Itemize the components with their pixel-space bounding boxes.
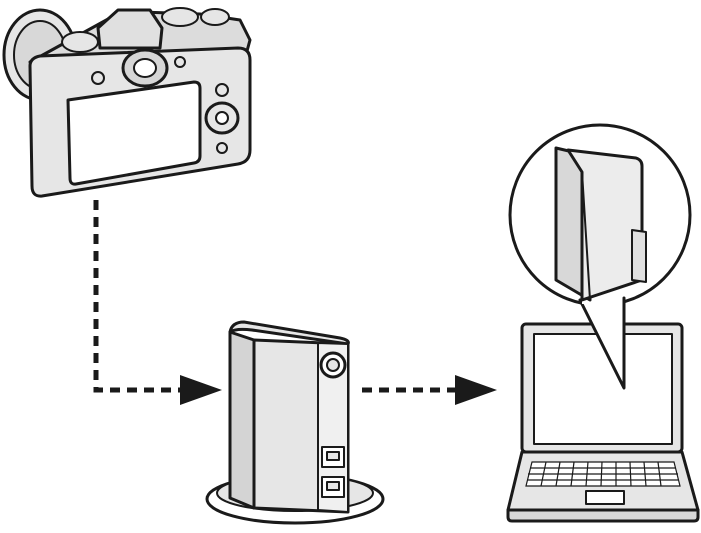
- laptop-screen: [533, 333, 673, 445]
- arrowhead-icon: [455, 375, 497, 405]
- camera-icon: [2, 7, 252, 198]
- laptop-icon: [506, 322, 700, 523]
- trackpad: [585, 490, 625, 505]
- folder-icon: [554, 146, 647, 302]
- router-to-laptop-link: [362, 375, 497, 405]
- arrowhead-icon: [180, 375, 222, 405]
- wireless-router-icon: [205, 320, 385, 525]
- camera-to-router-link: [93, 200, 222, 405]
- keyboard-icon: [525, 461, 681, 487]
- folder-callout: [508, 123, 692, 390]
